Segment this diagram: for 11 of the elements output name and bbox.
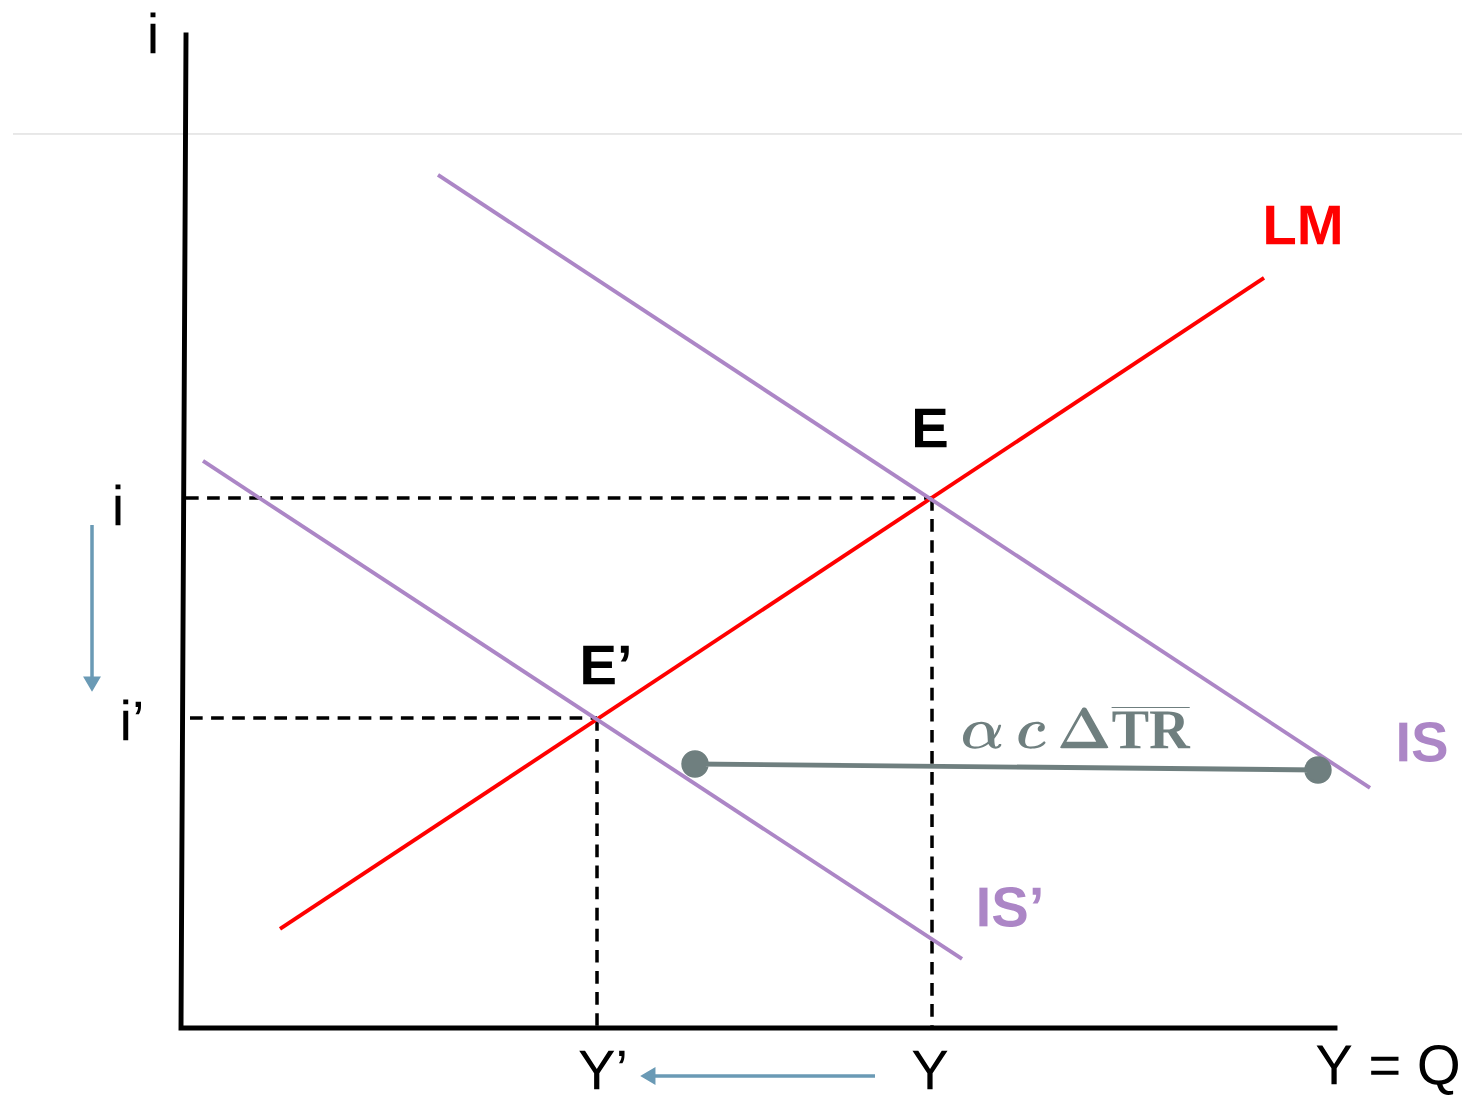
curve-label: IS’ bbox=[979, 887, 1041, 927]
axis-tick-label: Y bbox=[912, 1050, 948, 1090]
axis-tick-label: Y’ bbox=[579, 1050, 625, 1090]
point-label: E’ bbox=[583, 645, 629, 685]
axis-tick-label: i’ bbox=[123, 699, 141, 741]
point-label: E bbox=[915, 408, 947, 448]
curve-label: IS bbox=[1399, 722, 1447, 762]
axis-tick-label: i bbox=[115, 484, 121, 526]
axis-label: Y = Q bbox=[1316, 1045, 1458, 1095]
curve-label: LM bbox=[1266, 205, 1340, 245]
axis-label: i bbox=[150, 12, 156, 54]
